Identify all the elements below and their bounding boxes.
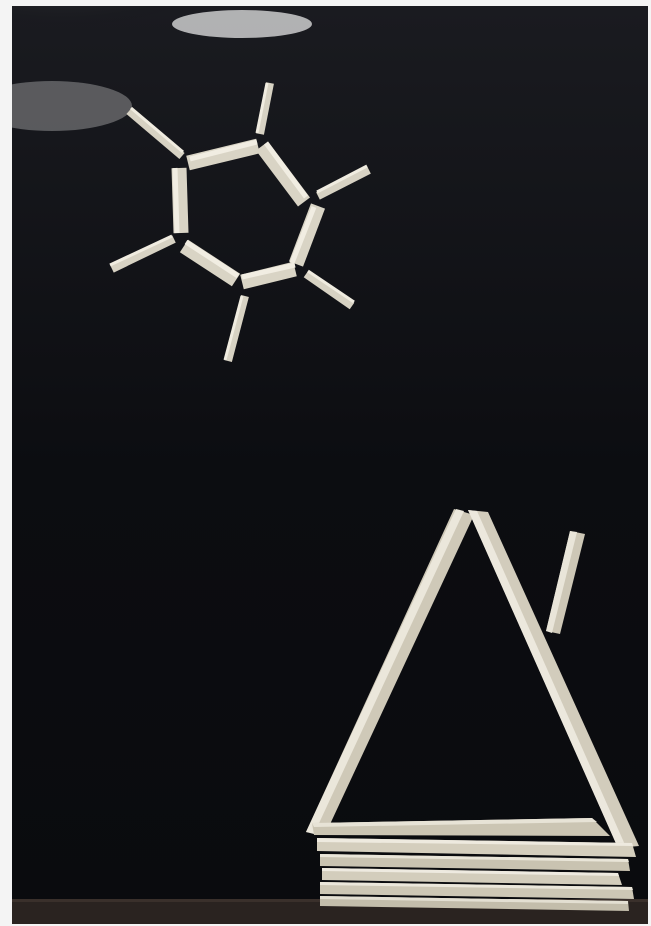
board-glare-left bbox=[12, 81, 132, 131]
board-glare-spot bbox=[172, 10, 312, 38]
house-base-stack bbox=[312, 818, 636, 911]
chimney-stick bbox=[546, 531, 585, 634]
house-roof-made-of-sticks bbox=[306, 509, 639, 848]
sun-ring bbox=[171, 138, 326, 290]
sun-ring-highlight bbox=[172, 139, 317, 280]
scene-svg bbox=[12, 6, 648, 924]
sun-made-of-sticks bbox=[109, 82, 371, 363]
sun-rays-highlight bbox=[109, 82, 368, 361]
sun-rays bbox=[110, 82, 371, 363]
photograph bbox=[12, 6, 648, 924]
roof-left-highlight bbox=[306, 509, 464, 834]
roof-right-highlight bbox=[468, 510, 626, 848]
